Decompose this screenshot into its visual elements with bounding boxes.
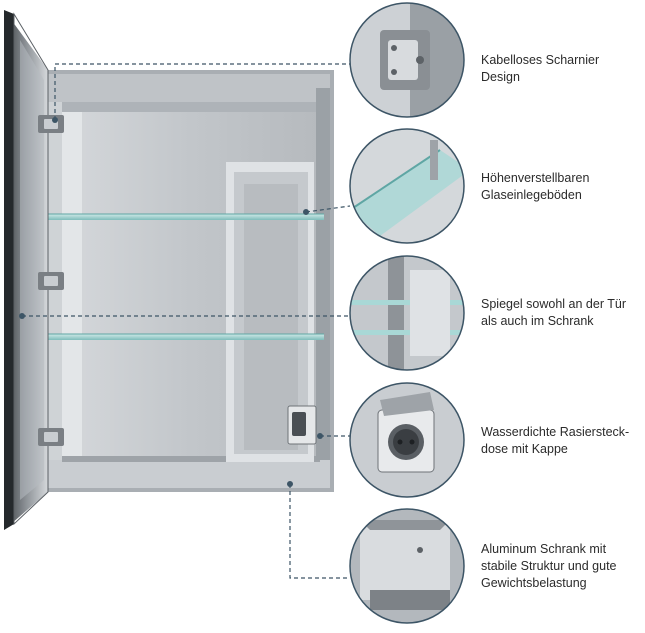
detail-mirror [349, 255, 465, 371]
detail-hinge [349, 2, 465, 118]
cabinet-door [4, 10, 49, 530]
feature-label-aluminium: Aluminum Schrank mit stabile Struktur un… [481, 541, 641, 592]
hinge-bottom [38, 428, 64, 446]
feature-line: als auch im Schrank [481, 314, 594, 328]
feature-line: Glaseinlegeböden [481, 188, 582, 202]
feature-line: stabile Struktur und gute [481, 559, 617, 573]
feature-label-mirror: Spiegel sowohl an der Tür als auch im Sc… [481, 296, 641, 330]
connector-dots [19, 117, 323, 487]
cabinet-body [44, 70, 334, 492]
detail-socket [349, 382, 465, 498]
hinge-top [38, 115, 64, 133]
glass-shelf-upper [18, 213, 324, 220]
glass-shelf-lower [18, 333, 324, 340]
feature-line: Kabelloses Scharnier Design [481, 53, 600, 84]
feature-line: Höhenverstellbaren [481, 171, 590, 185]
feature-line: Wasserdichte Rasiersteck- [481, 425, 630, 439]
feature-line: dose mit Kappe [481, 442, 568, 456]
feature-label-shelf: Höhenverstellbaren Glaseinlegeböden [481, 170, 641, 204]
detail-shelf [349, 128, 465, 244]
connector-lines [22, 63, 351, 579]
hinge-middle [38, 272, 64, 290]
socket-in-cabinet [287, 405, 317, 445]
feature-label-socket: Wasserdichte Rasiersteck- dose mit Kappe [481, 424, 641, 458]
feature-label-hinge: Kabelloses Scharnier Design [481, 52, 641, 86]
detail-aluminium [349, 508, 465, 624]
feature-line: Aluminum Schrank mit [481, 542, 607, 556]
feature-line: Spiegel sowohl an der Tür [481, 297, 626, 311]
feature-line: Gewichtsbelastung [481, 576, 587, 590]
